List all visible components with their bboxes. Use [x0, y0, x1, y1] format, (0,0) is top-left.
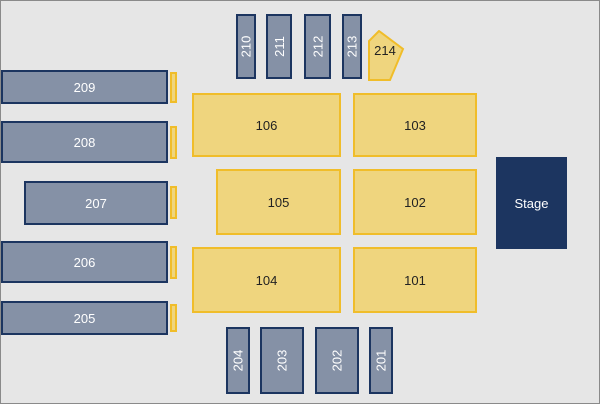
section-101[interactable]: 101 — [353, 247, 477, 313]
aisle-strip — [170, 304, 177, 332]
aisle-strip — [170, 186, 177, 219]
section-106[interactable]: 106 — [192, 93, 341, 157]
section-105-label: 105 — [267, 194, 290, 210]
section-103[interactable]: 103 — [353, 93, 477, 157]
section-205[interactable]: 205 — [1, 301, 168, 335]
section-209[interactable]: 209 — [1, 70, 168, 104]
stage: Stage — [496, 157, 567, 249]
aisle-strip — [170, 246, 177, 279]
section-207[interactable]: 207 — [24, 181, 168, 225]
section-214-shape — [368, 29, 405, 81]
section-204[interactable]: 204 — [226, 327, 250, 394]
section-102[interactable]: 102 — [353, 169, 477, 235]
section-106-label: 106 — [255, 117, 278, 133]
section-203[interactable]: 203 — [260, 327, 304, 394]
stage-label: Stage — [514, 195, 549, 211]
section-204-label: 204 — [230, 349, 246, 372]
section-104[interactable]: 104 — [192, 247, 341, 313]
section-210-label: 210 — [238, 35, 254, 58]
section-201-label: 201 — [373, 349, 389, 372]
section-214[interactable]: 214 — [367, 29, 407, 81]
section-205-label: 205 — [73, 310, 96, 326]
section-213[interactable]: 213 — [342, 14, 362, 79]
section-202[interactable]: 202 — [315, 327, 359, 394]
section-214-label: 214 — [374, 43, 396, 58]
section-202-label: 202 — [329, 349, 345, 372]
aisle-strip — [170, 126, 177, 159]
section-212-label: 212 — [309, 35, 325, 58]
section-105[interactable]: 105 — [216, 169, 341, 235]
section-210[interactable]: 210 — [236, 14, 256, 79]
section-104-label: 104 — [255, 272, 278, 288]
section-211-label: 211 — [271, 36, 287, 57]
section-213-label: 213 — [344, 35, 360, 58]
section-206[interactable]: 206 — [1, 241, 168, 283]
section-208[interactable]: 208 — [1, 121, 168, 163]
section-208-label: 208 — [73, 134, 96, 150]
aisle-strip — [170, 72, 177, 103]
section-211[interactable]: 211 — [266, 14, 292, 79]
section-206-label: 206 — [73, 254, 96, 270]
section-103-label: 103 — [404, 117, 426, 133]
section-212[interactable]: 212 — [304, 14, 331, 79]
section-101-label: 101 — [404, 272, 426, 288]
section-209-label: 209 — [73, 79, 96, 95]
section-203-label: 203 — [274, 349, 290, 372]
section-102-label: 102 — [404, 194, 426, 210]
section-201[interactable]: 201 — [369, 327, 393, 394]
section-207-label: 207 — [85, 195, 107, 211]
